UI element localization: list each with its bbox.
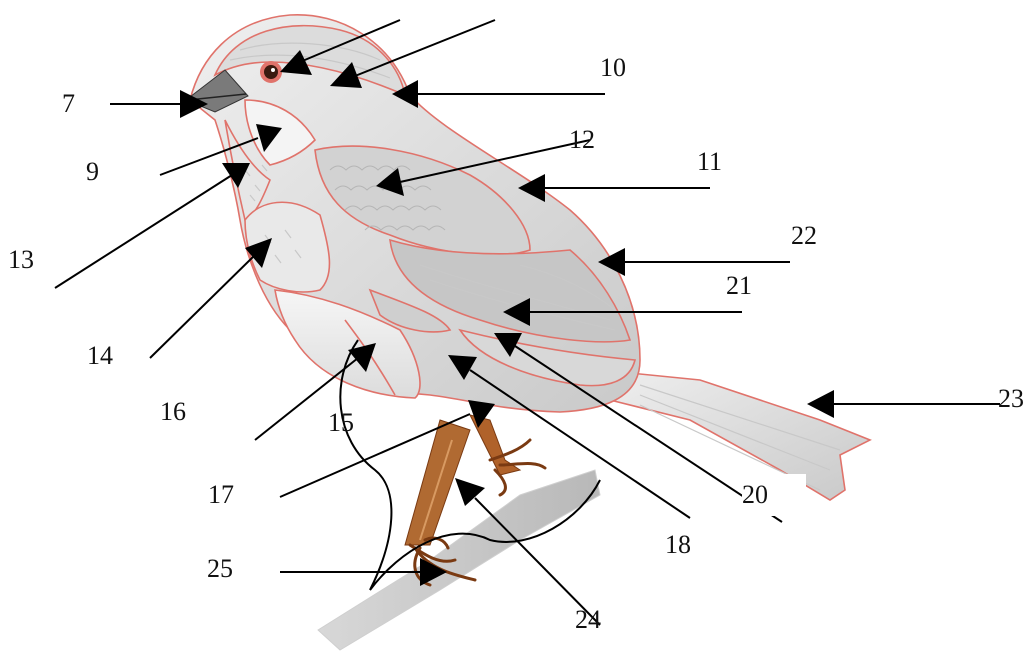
label-22: 22 [791, 221, 817, 250]
label-25: 25 [207, 554, 233, 583]
label-18: 18 [665, 530, 691, 559]
label-9: 9 [86, 157, 99, 186]
label-11: 11 [697, 147, 722, 176]
bird-tail [600, 370, 870, 500]
label-24: 24 [575, 605, 601, 634]
label-15: 15 [328, 408, 354, 437]
label-12: 12 [569, 125, 595, 154]
label-23: 23 [998, 384, 1024, 413]
label-17: 17 [208, 480, 234, 509]
bird-eye [260, 61, 282, 83]
label-21: 21 [726, 271, 752, 300]
label-7: 7 [62, 89, 75, 118]
label-14: 14 [87, 341, 113, 370]
label-10: 10 [600, 53, 626, 82]
label-16: 16 [160, 397, 186, 426]
label-13: 13 [8, 245, 34, 274]
label-20: 20 [742, 480, 768, 509]
branch [318, 470, 600, 650]
